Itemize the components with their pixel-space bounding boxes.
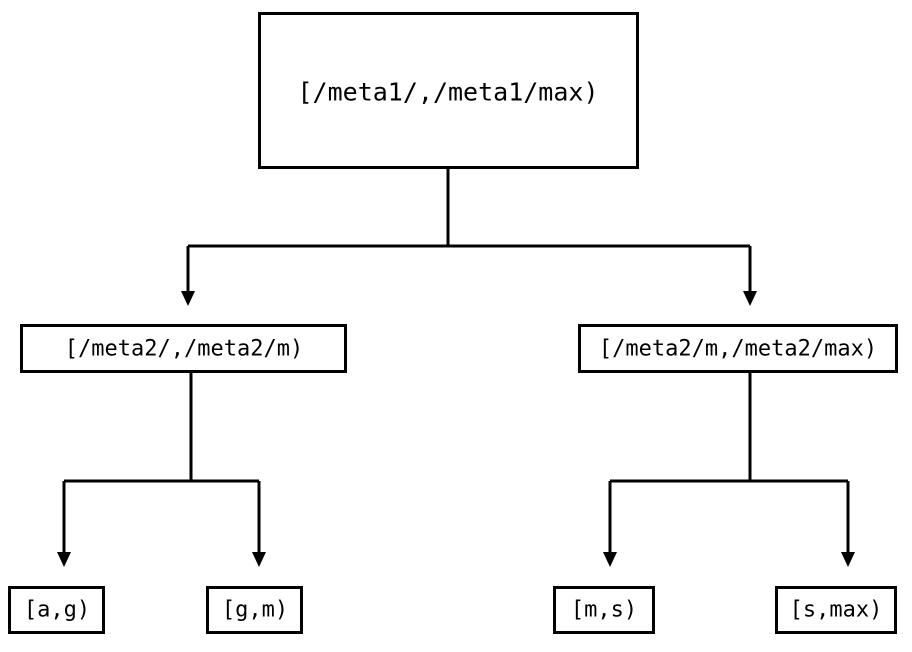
node-mid-left-label: [/meta2/,/meta2/m) bbox=[65, 337, 303, 362]
edge-group-root bbox=[181, 168, 757, 306]
node-mid-left[interactable]: [/meta2/,/meta2/m) bbox=[20, 324, 347, 373]
node-root-label: [/meta1/,/meta1/max) bbox=[297, 78, 598, 107]
node-leaf-3-label: [m,s) bbox=[571, 598, 637, 623]
node-mid-right-label: [/meta2/m,/meta2/max) bbox=[599, 337, 877, 362]
arrowhead-mid-left-to-leaf2 bbox=[252, 552, 266, 567]
node-leaf-1[interactable]: [a,g) bbox=[8, 586, 105, 634]
node-leaf-3[interactable]: [m,s) bbox=[553, 586, 655, 634]
edge-group-mid-left bbox=[57, 373, 266, 567]
node-leaf-2-label: [g,m) bbox=[222, 598, 288, 623]
arrowhead-root-to-mid-left bbox=[181, 291, 195, 306]
node-root-box bbox=[258, 12, 639, 169]
node-leaf-1-box bbox=[8, 586, 105, 634]
node-leaf-4-label: [s,max) bbox=[790, 598, 883, 623]
node-mid-right[interactable]: [/meta2/m,/meta2/max) bbox=[578, 324, 898, 373]
node-leaf-4-box bbox=[775, 586, 897, 634]
arrowhead-mid-right-to-leaf4 bbox=[841, 552, 855, 567]
node-mid-right-box bbox=[578, 324, 898, 373]
node-leaf-3-box bbox=[553, 586, 655, 634]
node-root[interactable]: [/meta1/,/meta1/max) bbox=[258, 12, 639, 169]
node-leaf-4[interactable]: [s,max) bbox=[775, 586, 897, 634]
node-leaf-2[interactable]: [g,m) bbox=[206, 586, 303, 634]
edge-group-mid-right bbox=[603, 373, 855, 567]
arrowhead-mid-right-to-leaf3 bbox=[603, 552, 617, 567]
node-leaf-1-label: [a,g) bbox=[24, 598, 90, 623]
arrowhead-root-to-mid-right bbox=[743, 291, 757, 306]
node-mid-left-box bbox=[20, 324, 347, 373]
node-leaf-2-box bbox=[206, 586, 303, 634]
arrowhead-mid-left-to-leaf1 bbox=[57, 552, 71, 567]
